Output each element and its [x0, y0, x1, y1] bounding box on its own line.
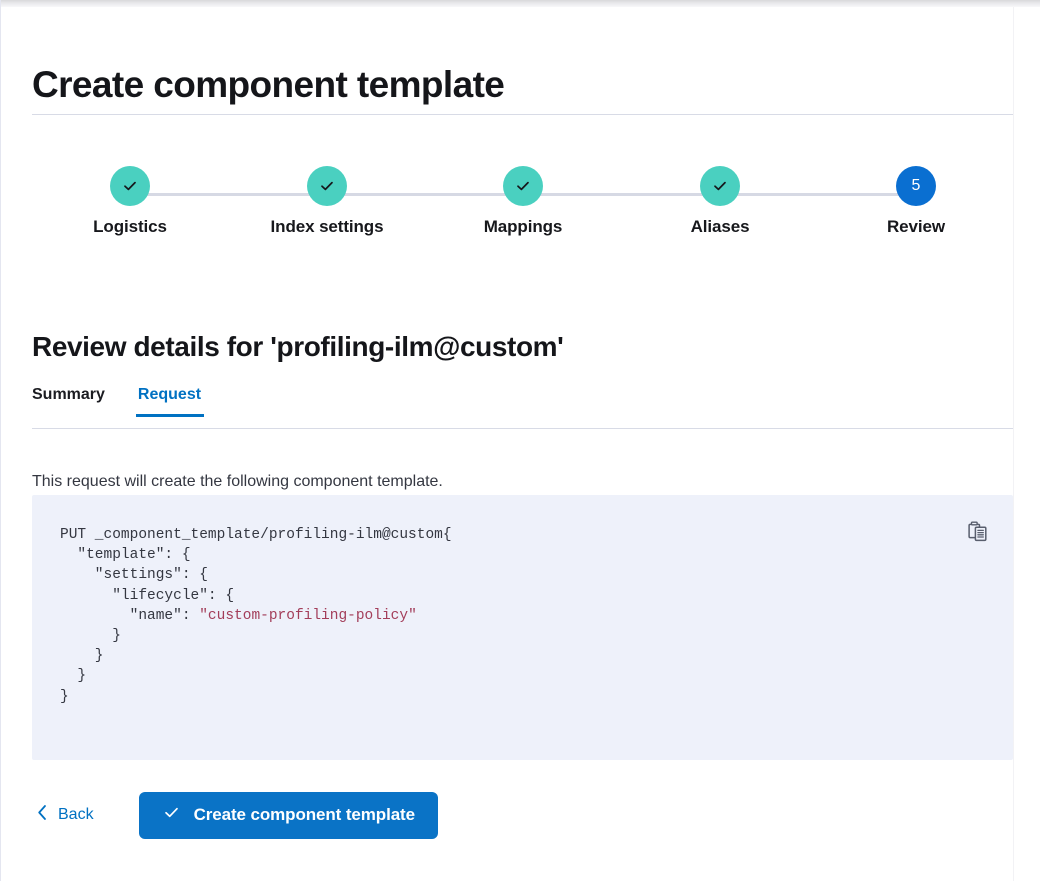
review-heading: Review details for 'profiling-ilm@custom…: [32, 331, 564, 363]
tab-request[interactable]: Request: [135, 386, 205, 417]
step-indicator-mappings[interactable]: [503, 166, 543, 206]
code-body-before: { "template": { "settings": { "lifecycle…: [77, 527, 452, 624]
left-edge-rule: [0, 0, 1, 881]
step-label-review: Review: [887, 217, 945, 236]
check-icon: [318, 177, 336, 195]
step-logistics[interactable]: Logistics: [40, 166, 220, 237]
wizard-stepper: Logistics Index settings: [1, 166, 1013, 258]
step-indicator-review[interactable]: 5: [896, 166, 936, 206]
step-index-settings[interactable]: Index settings: [237, 166, 417, 237]
step-mappings[interactable]: Mappings: [433, 166, 613, 237]
footer-actions: Back Create component template: [32, 785, 1013, 845]
review-tabs: Summary Request: [32, 386, 234, 429]
request-code-text: PUT _component_template/profiling-ilm@cu…: [60, 525, 452, 707]
title-divider: [32, 114, 1013, 115]
check-icon: [514, 177, 532, 195]
back-button-label: Back: [58, 806, 94, 823]
step-aliases[interactable]: Aliases: [630, 166, 810, 237]
step-label-logistics: Logistics: [93, 217, 167, 236]
back-button[interactable]: Back: [32, 798, 98, 832]
page-content: Create component template Logistics: [1, 7, 1013, 881]
create-component-template-button[interactable]: Create component template: [138, 791, 438, 839]
right-panel-rule: [1013, 7, 1014, 881]
check-icon: [162, 803, 181, 827]
step-review[interactable]: 5 Review: [826, 166, 1006, 237]
code-string-value: "custom-profiling-policy": [199, 607, 417, 624]
check-icon: [711, 177, 729, 195]
step-indicator-aliases[interactable]: [700, 166, 740, 206]
code-body-after: } } } }: [60, 628, 121, 705]
code-method-line: PUT _component_template/profiling-ilm@cu…: [60, 527, 443, 543]
step-indicator-index-settings[interactable]: [307, 166, 347, 206]
tabs-bottom-rule: [32, 428, 1013, 429]
tab-summary[interactable]: Summary: [32, 386, 105, 403]
chevron-left-icon: [36, 804, 49, 826]
request-code-panel: PUT _component_template/profiling-ilm@cu…: [32, 495, 1013, 760]
step-indicator-logistics[interactable]: [110, 166, 150, 206]
request-description: This request will create the following c…: [32, 473, 443, 490]
page-title: Create component template: [32, 63, 505, 105]
step-label-mappings: Mappings: [483, 217, 563, 236]
create-button-label: Create component template: [193, 805, 415, 824]
step-number: 5: [911, 177, 921, 194]
window-top-edge: [0, 0, 1040, 7]
step-label-aliases: Aliases: [690, 217, 750, 236]
step-label-index-settings: Index settings: [270, 217, 384, 236]
clipboard-copy-icon[interactable]: [963, 517, 993, 547]
check-icon: [121, 177, 139, 195]
